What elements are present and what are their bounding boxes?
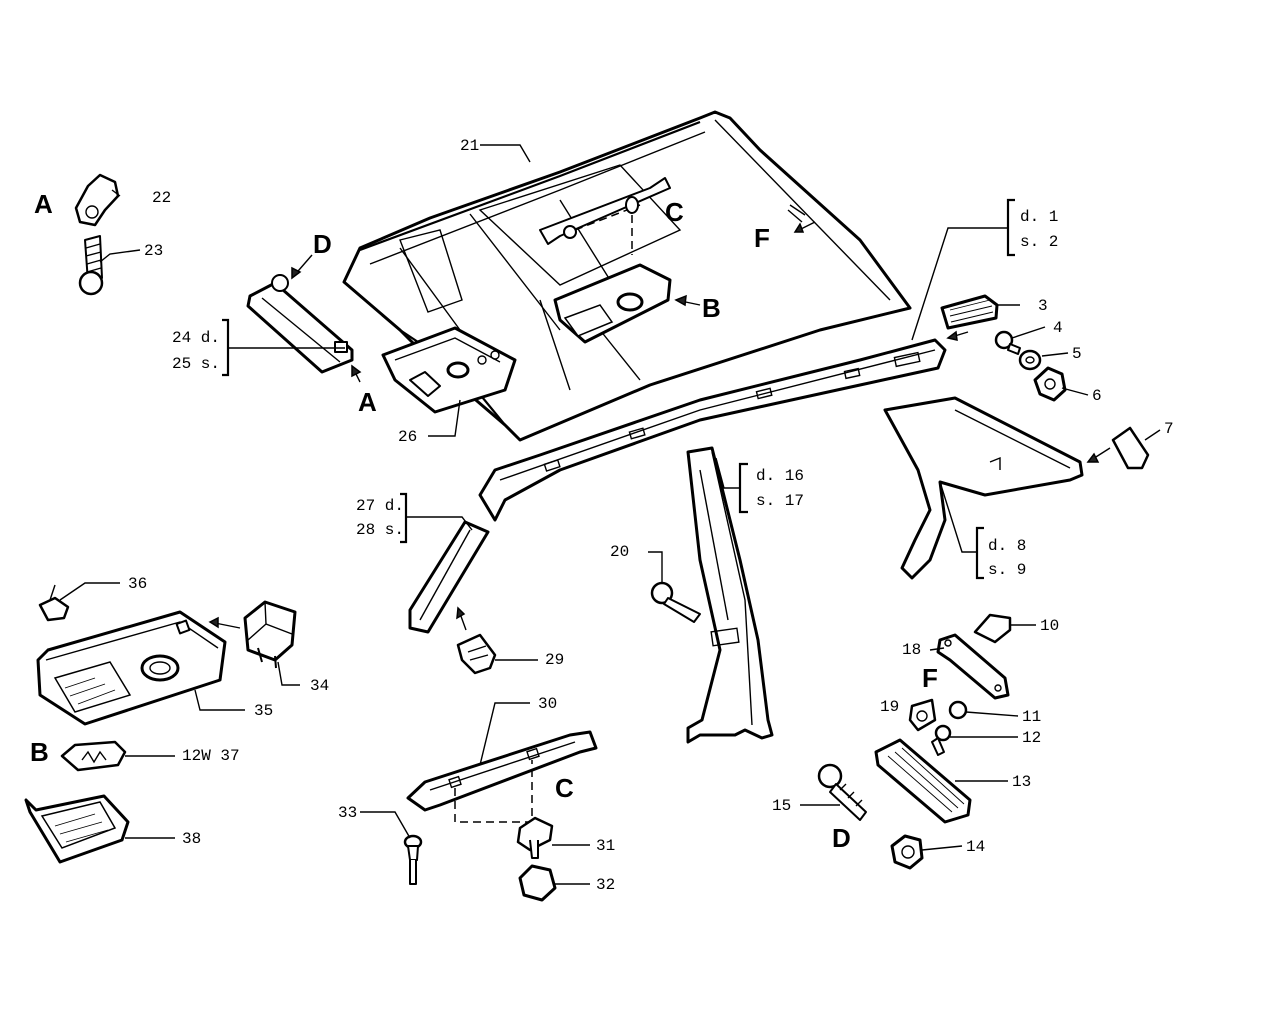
label-part-26: 26 [398,428,418,446]
label-part-12: 12 [1022,729,1042,747]
label-part-25: 25 s. [172,355,221,373]
group-brackets [222,198,1015,580]
washer-part-5 [1018,349,1042,371]
letter-b-1: B [30,737,49,767]
nut-part-6 [1033,366,1067,402]
label-part-10: 10 [1040,617,1060,635]
clip-part-29 [456,633,497,675]
label-part-37: 12W 37 [182,747,240,765]
label-part-28: 28 s. [356,521,405,539]
label-part-29: 29 [545,651,565,669]
letter-c-1: C [665,197,684,227]
bracket-part-18 [936,633,1010,700]
dash-guide-c [454,760,533,823]
letter-a-2: A [358,387,377,417]
label-part-31: 31 [596,837,616,855]
interior-light-part-35 [36,610,227,726]
push-clip-part-7 [1111,426,1150,470]
screw-part-15 [817,763,867,821]
label-part-4: 4 [1053,319,1063,337]
letter-f-2: F [922,663,938,693]
label-part-19: 19 [880,698,900,716]
sun-visor-part-24-25 [246,274,354,374]
light-lens-part-38 [24,794,130,864]
letter-d-2: D [832,823,851,853]
label-part-34: 34 [310,677,330,695]
screw-part-12 [931,724,952,756]
grab-handle-cover-part-3 [940,294,999,330]
screw-part-19 [908,698,937,732]
letter-b-2: B [702,293,721,323]
label-part-30: 30 [538,695,558,713]
letter-a-1: A [34,189,53,219]
label-part-20: 20 [610,543,630,561]
rivet-part-33 [403,834,423,885]
nut-part-14 [890,834,924,870]
label-part-13: 13 [1012,773,1032,791]
label-part-1: d. 1 [1020,208,1059,226]
label-part-36: 36 [128,575,148,593]
label-part-35: 35 [254,702,274,720]
label-part-15: 15 [772,797,792,815]
roof-clip-bracket-c [539,177,671,255]
roof-rail-trim-part-1-2 [478,338,947,522]
relay-part-34 [243,600,297,669]
label-part-38: 38 [182,830,202,848]
c-pillar-trim-part-8-9 [883,396,1084,580]
label-part-8: d. 8 [988,537,1027,555]
label-part-3: 3 [1038,297,1048,315]
visor-clip-part-22 [74,173,120,227]
label-part-17: s. 17 [756,492,805,510]
label-part-16: d. 16 [756,467,805,485]
nut-part-32 [518,864,557,902]
label-part-27: 27 d. [356,497,405,515]
direction-arrows [208,221,1111,631]
clip-part-10 [973,613,1012,644]
label-part-5: 5 [1072,345,1082,363]
roof-courtesy-light-b [553,263,672,344]
label-part-24: 24 d. [172,329,221,347]
label-part-22: 22 [152,189,172,207]
clip-part-36 [38,596,70,622]
label-part-23: 23 [144,242,164,260]
screw-part-4 [994,330,1021,355]
label-part-33: 33 [338,804,358,822]
label-part-32: 32 [596,876,616,894]
clip-part-31 [516,816,554,859]
letter-f-1: F [754,223,770,253]
bulb-12w-part-37 [60,740,127,772]
label-part-21: 21 [460,137,480,155]
letter-c-2: C [555,773,574,803]
nut-part-11 [948,700,968,720]
handle-part-13 [874,738,972,824]
label-part-6: 6 [1092,387,1102,405]
label-part-7: 7 [1164,420,1174,438]
leader-lines [49,144,1161,885]
label-part-11: 11 [1022,708,1042,726]
interior-light-housing-part-26 [381,326,517,414]
label-part-9: s. 9 [988,561,1027,579]
label-part-14: 14 [966,838,986,856]
label-part-18: 18 [902,641,922,659]
screw-part-20 [650,581,701,623]
a-pillar-trim-part-27-28 [408,520,490,634]
b-pillar-trim-part-16-17 [686,446,774,744]
label-part-2: s. 2 [1020,233,1059,251]
visor-screw-part-23 [78,235,104,296]
letter-d-1: D [313,229,332,259]
